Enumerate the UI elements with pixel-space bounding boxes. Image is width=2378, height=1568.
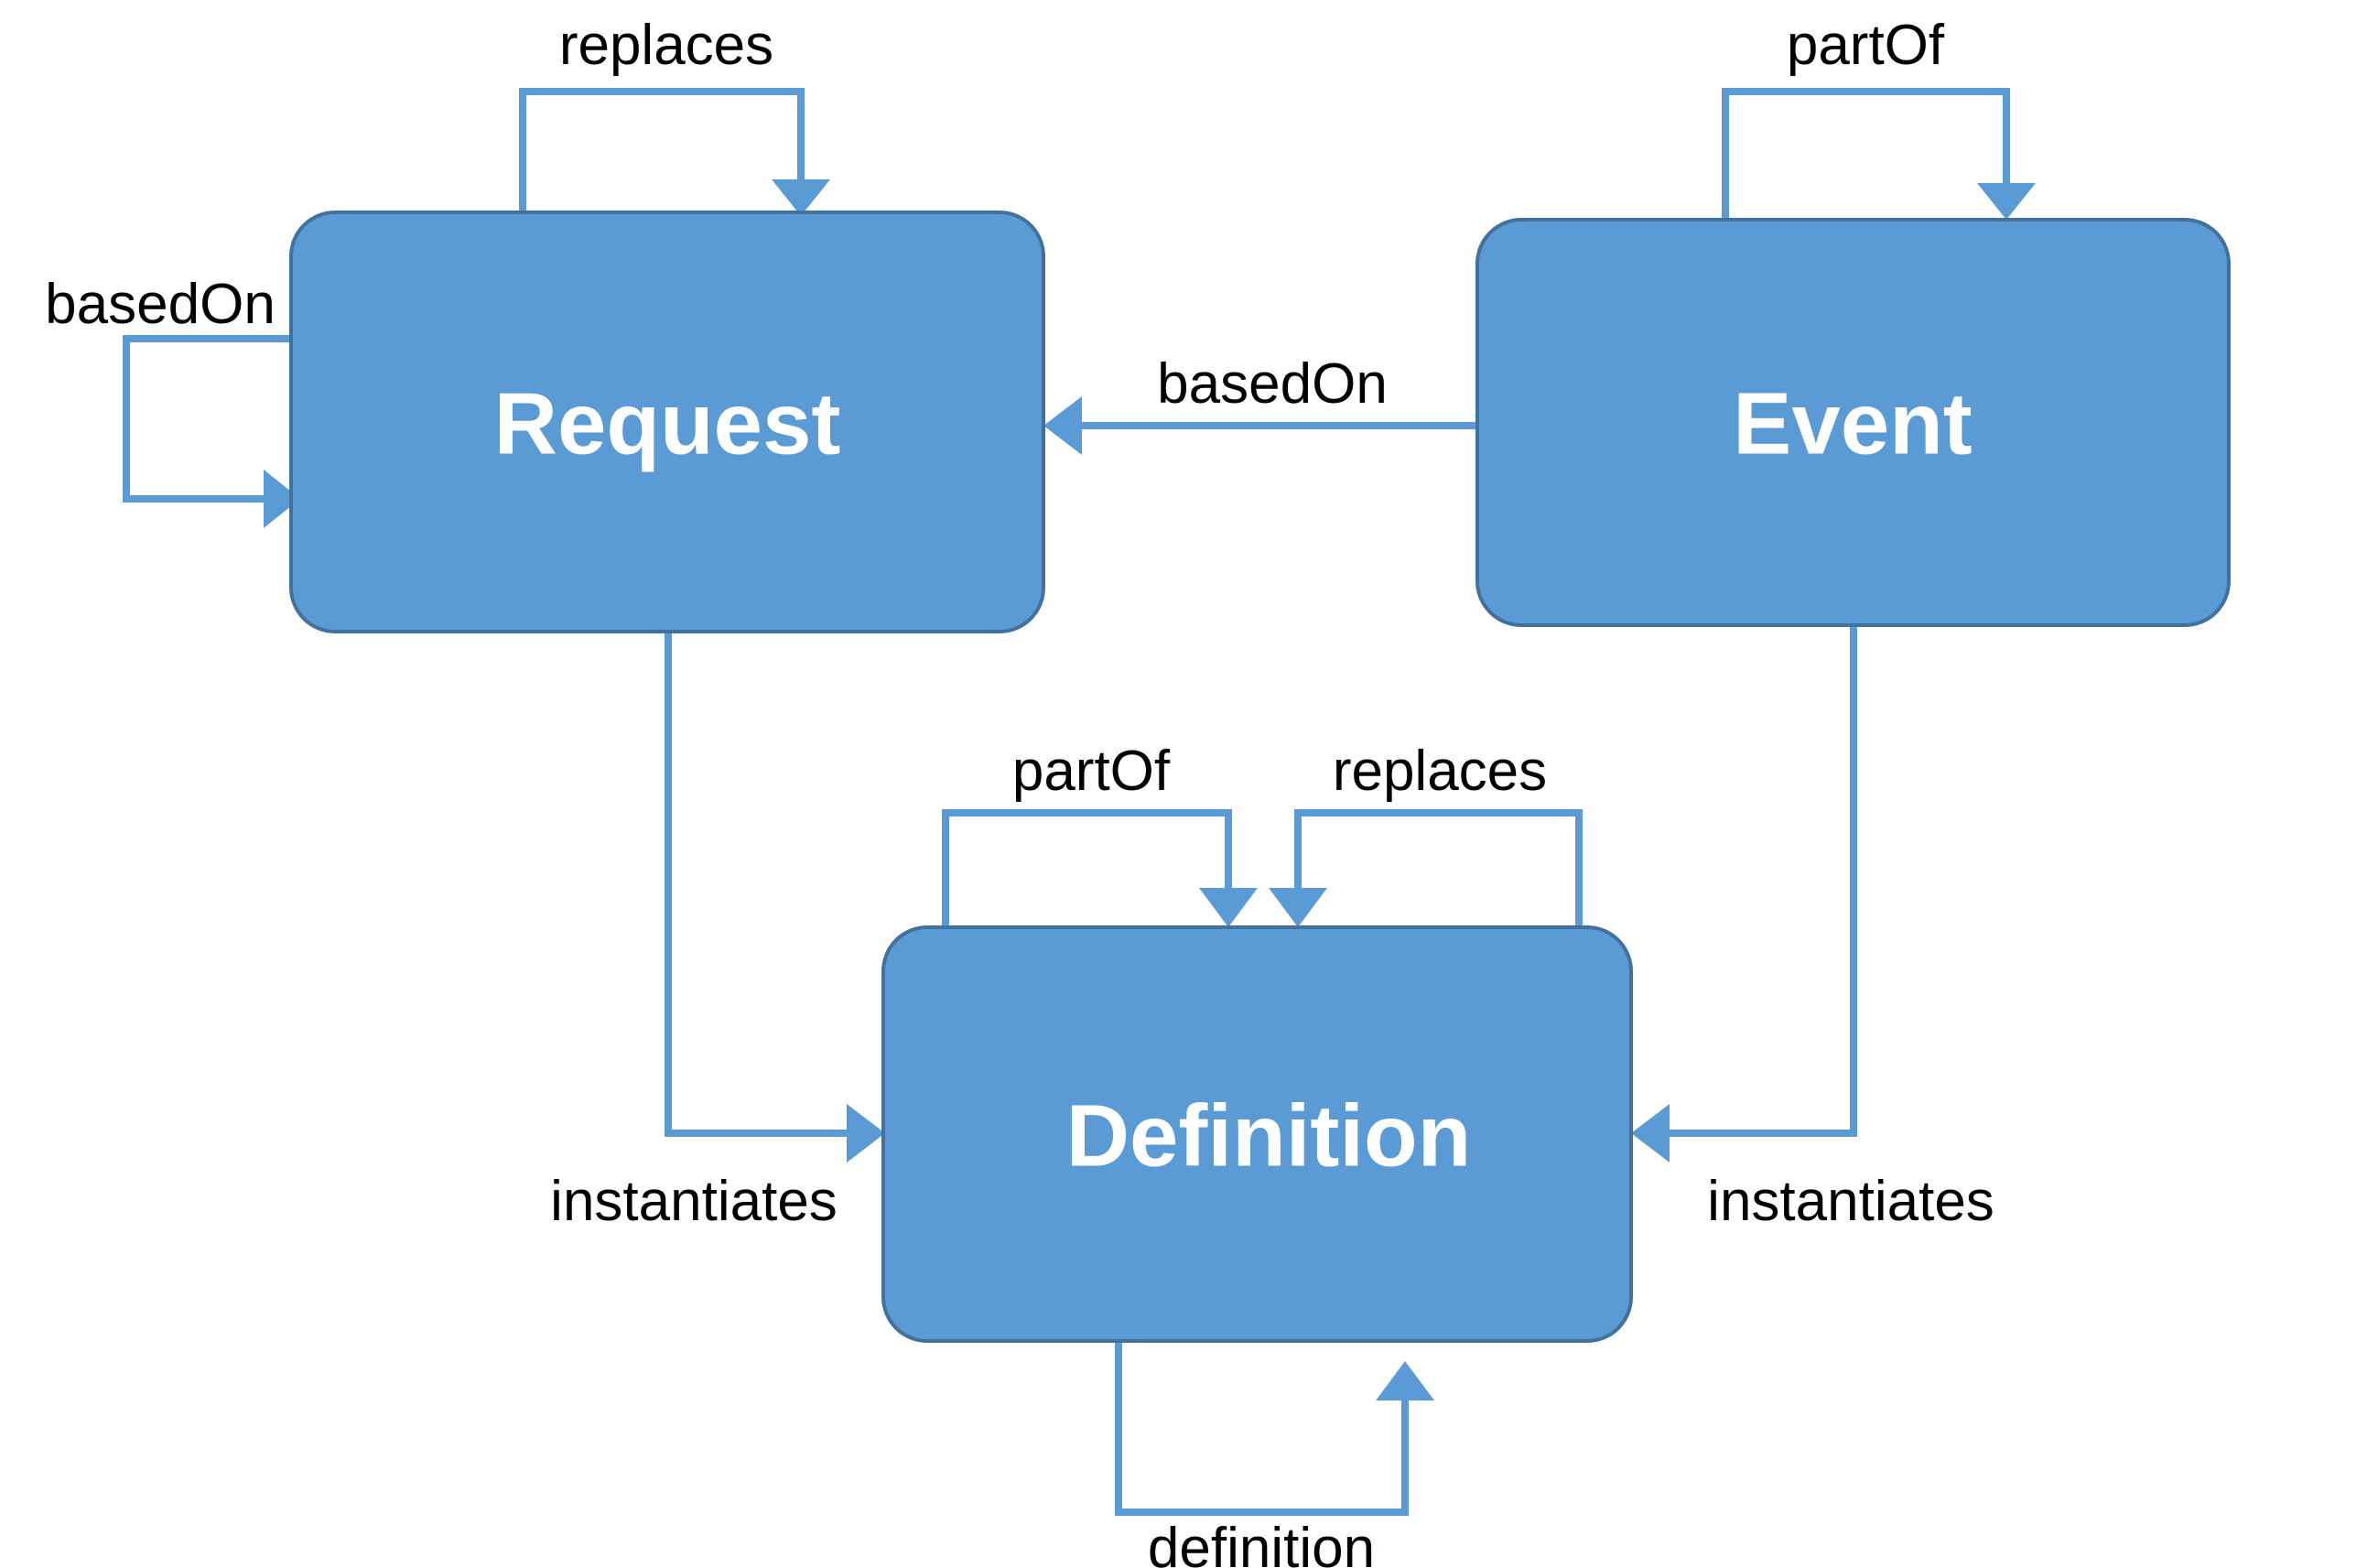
edge-event-partof[interactable] [1722,88,2036,220]
edge-event-instantiates-definition[interactable] [1631,625,1857,1162]
edge-event-instantiates-definition-arrowhead [1631,1104,1670,1162]
edge-label-event-basedon-request: basedOn [1157,352,1388,416]
edge-definition-definition[interactable] [1115,1341,1434,1516]
edge-event-basedon-request[interactable] [1043,396,1477,455]
edge-label-definition-definition: definition [1148,1517,1375,1568]
edge-definition-partof[interactable] [942,809,1258,927]
node-event-shape [1475,218,2231,627]
edge-request-basedon-line [123,335,291,503]
edge-label-request-replaces: replaces [559,14,773,77]
edge-definition-definition-line [1115,1341,1409,1516]
edge-label-definition-partof: partOf [1012,740,1171,803]
edge-request-replaces-arrowhead [772,179,830,216]
edge-label-request-basedon: basedOn [45,273,276,336]
edge-request-basedon[interactable] [123,335,300,528]
node-definition[interactable]: Definition [881,925,1633,1343]
edge-label-event-partof: partOf [1787,14,1945,77]
node-request-shape [289,211,1045,633]
edge-event-basedon-request-arrowhead [1043,396,1082,455]
node-definition-shape [881,925,1633,1343]
edge-request-instantiates-definition[interactable] [665,632,885,1162]
edge-event-partof-line [1722,88,2010,220]
edge-label-request-instantiates-definition: instantiates [550,1170,838,1233]
edge-definition-partof-line [942,809,1232,927]
edge-request-replaces-line [519,88,805,212]
edge-request-instantiates-definition-arrowhead [847,1104,885,1162]
edge-definition-definition-arrowhead [1376,1361,1434,1400]
edge-event-partof-arrowhead [1977,183,2036,220]
edge-definition-replaces[interactable] [1269,809,1583,927]
edge-label-definition-replaces: replaces [1333,740,1547,803]
edge-definition-replaces-arrowhead [1269,888,1327,927]
node-definition-label: Definition [1066,1087,1472,1184]
node-event[interactable]: Event [1475,218,2231,627]
edge-label-event-instantiates-definition: instantiates [1707,1170,1994,1233]
edge-request-basedon-arrowhead [264,470,300,528]
node-request-label: Request [494,374,841,472]
edge-event-instantiates-definition-line [1670,625,1857,1137]
edge-definition-replaces-line [1294,809,1583,927]
edge-request-instantiates-definition-line [665,632,847,1137]
edge-definition-partof-arrowhead [1199,888,1258,927]
node-request[interactable]: Request [289,211,1045,633]
edge-request-replaces[interactable] [519,88,830,216]
node-event-label: Event [1733,374,1972,472]
